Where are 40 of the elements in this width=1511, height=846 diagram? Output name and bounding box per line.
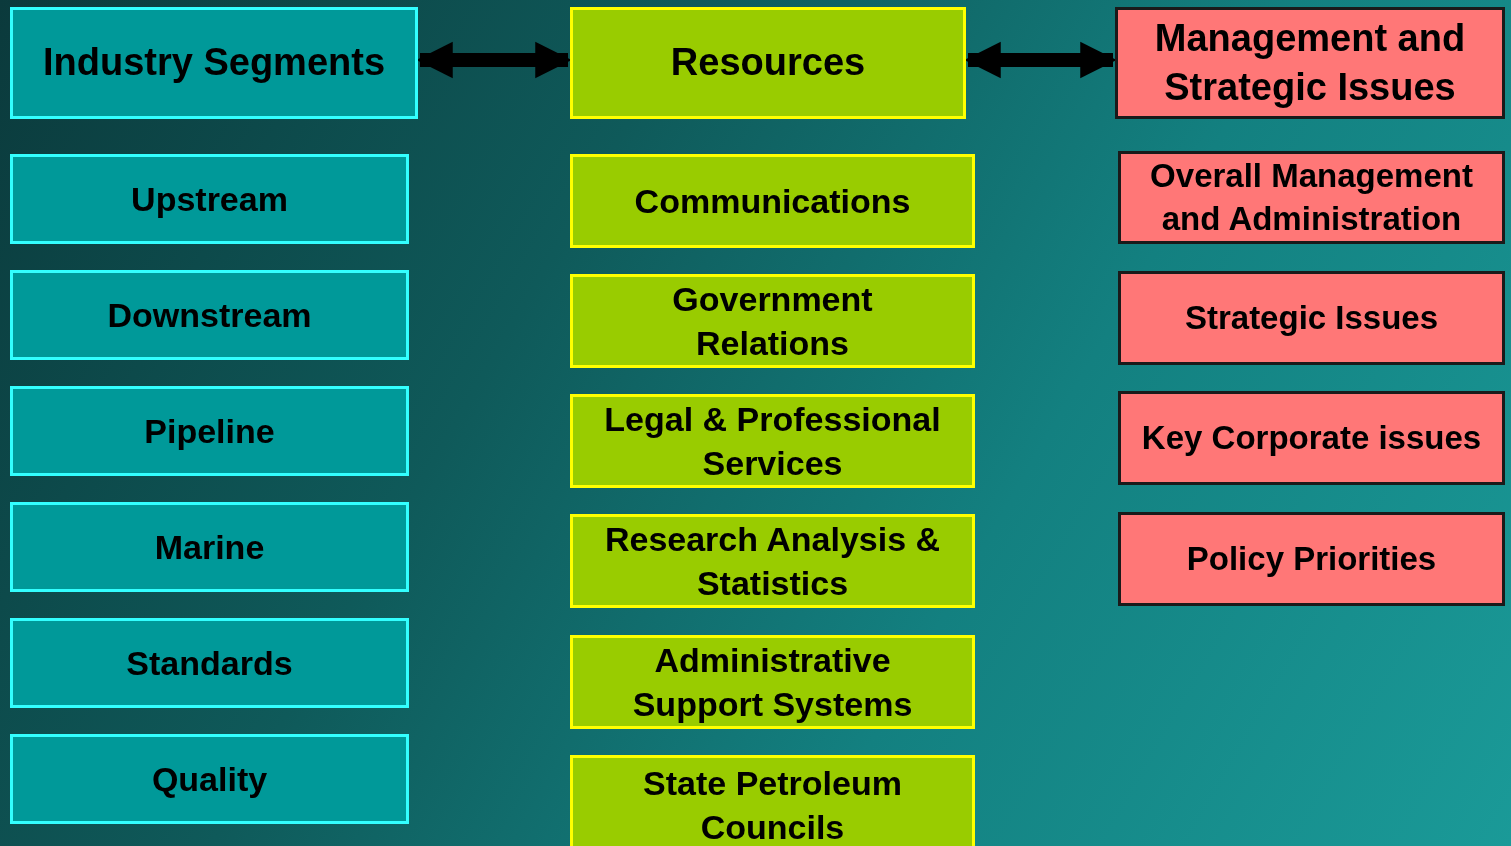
box-label: Standards [126,642,293,684]
box-label: Industry Segments [42,40,386,86]
double-arrow [416,41,572,79]
box-label: Pipeline [144,410,275,452]
category-box [10,7,418,119]
box-label: State Petroleum Councils [642,762,903,846]
box-label: Resources [670,40,866,86]
category-box [1118,391,1505,485]
category-box [1118,151,1505,244]
box-label: Research Analysis & Statistics [603,518,942,604]
box-label: Communications [634,180,911,222]
box-label: Quality [151,758,268,800]
box-label: Key Corporate issues [1141,417,1482,458]
box-label: Management and Strategic Issues [1153,15,1467,110]
box-label: Overall Management and Administration [1149,155,1474,239]
category-box [1118,512,1505,606]
box-label: Upstream [131,178,288,220]
box-label: Policy Priorities [1186,538,1437,579]
double-arrow [964,41,1117,79]
box-label: Downstream [107,294,312,336]
category-box [10,618,409,708]
box-label: Strategic Issues [1184,297,1439,338]
box-label: Administrative Support Systems [631,639,914,725]
category-box [570,394,975,488]
category-box [570,755,975,846]
category-box [1115,7,1505,119]
category-box [10,386,409,476]
box-label: Legal & Professional Services [603,398,942,484]
box-label: Marine [154,526,265,568]
box-label: Government Relations [671,278,874,364]
category-box [10,734,409,824]
category-box [10,502,409,592]
category-box [10,154,409,244]
category-box [570,274,975,368]
category-box [1118,271,1505,365]
category-box [570,635,975,729]
category-box [570,514,975,608]
category-box [10,270,409,360]
category-box [570,154,975,248]
category-box [570,7,966,119]
